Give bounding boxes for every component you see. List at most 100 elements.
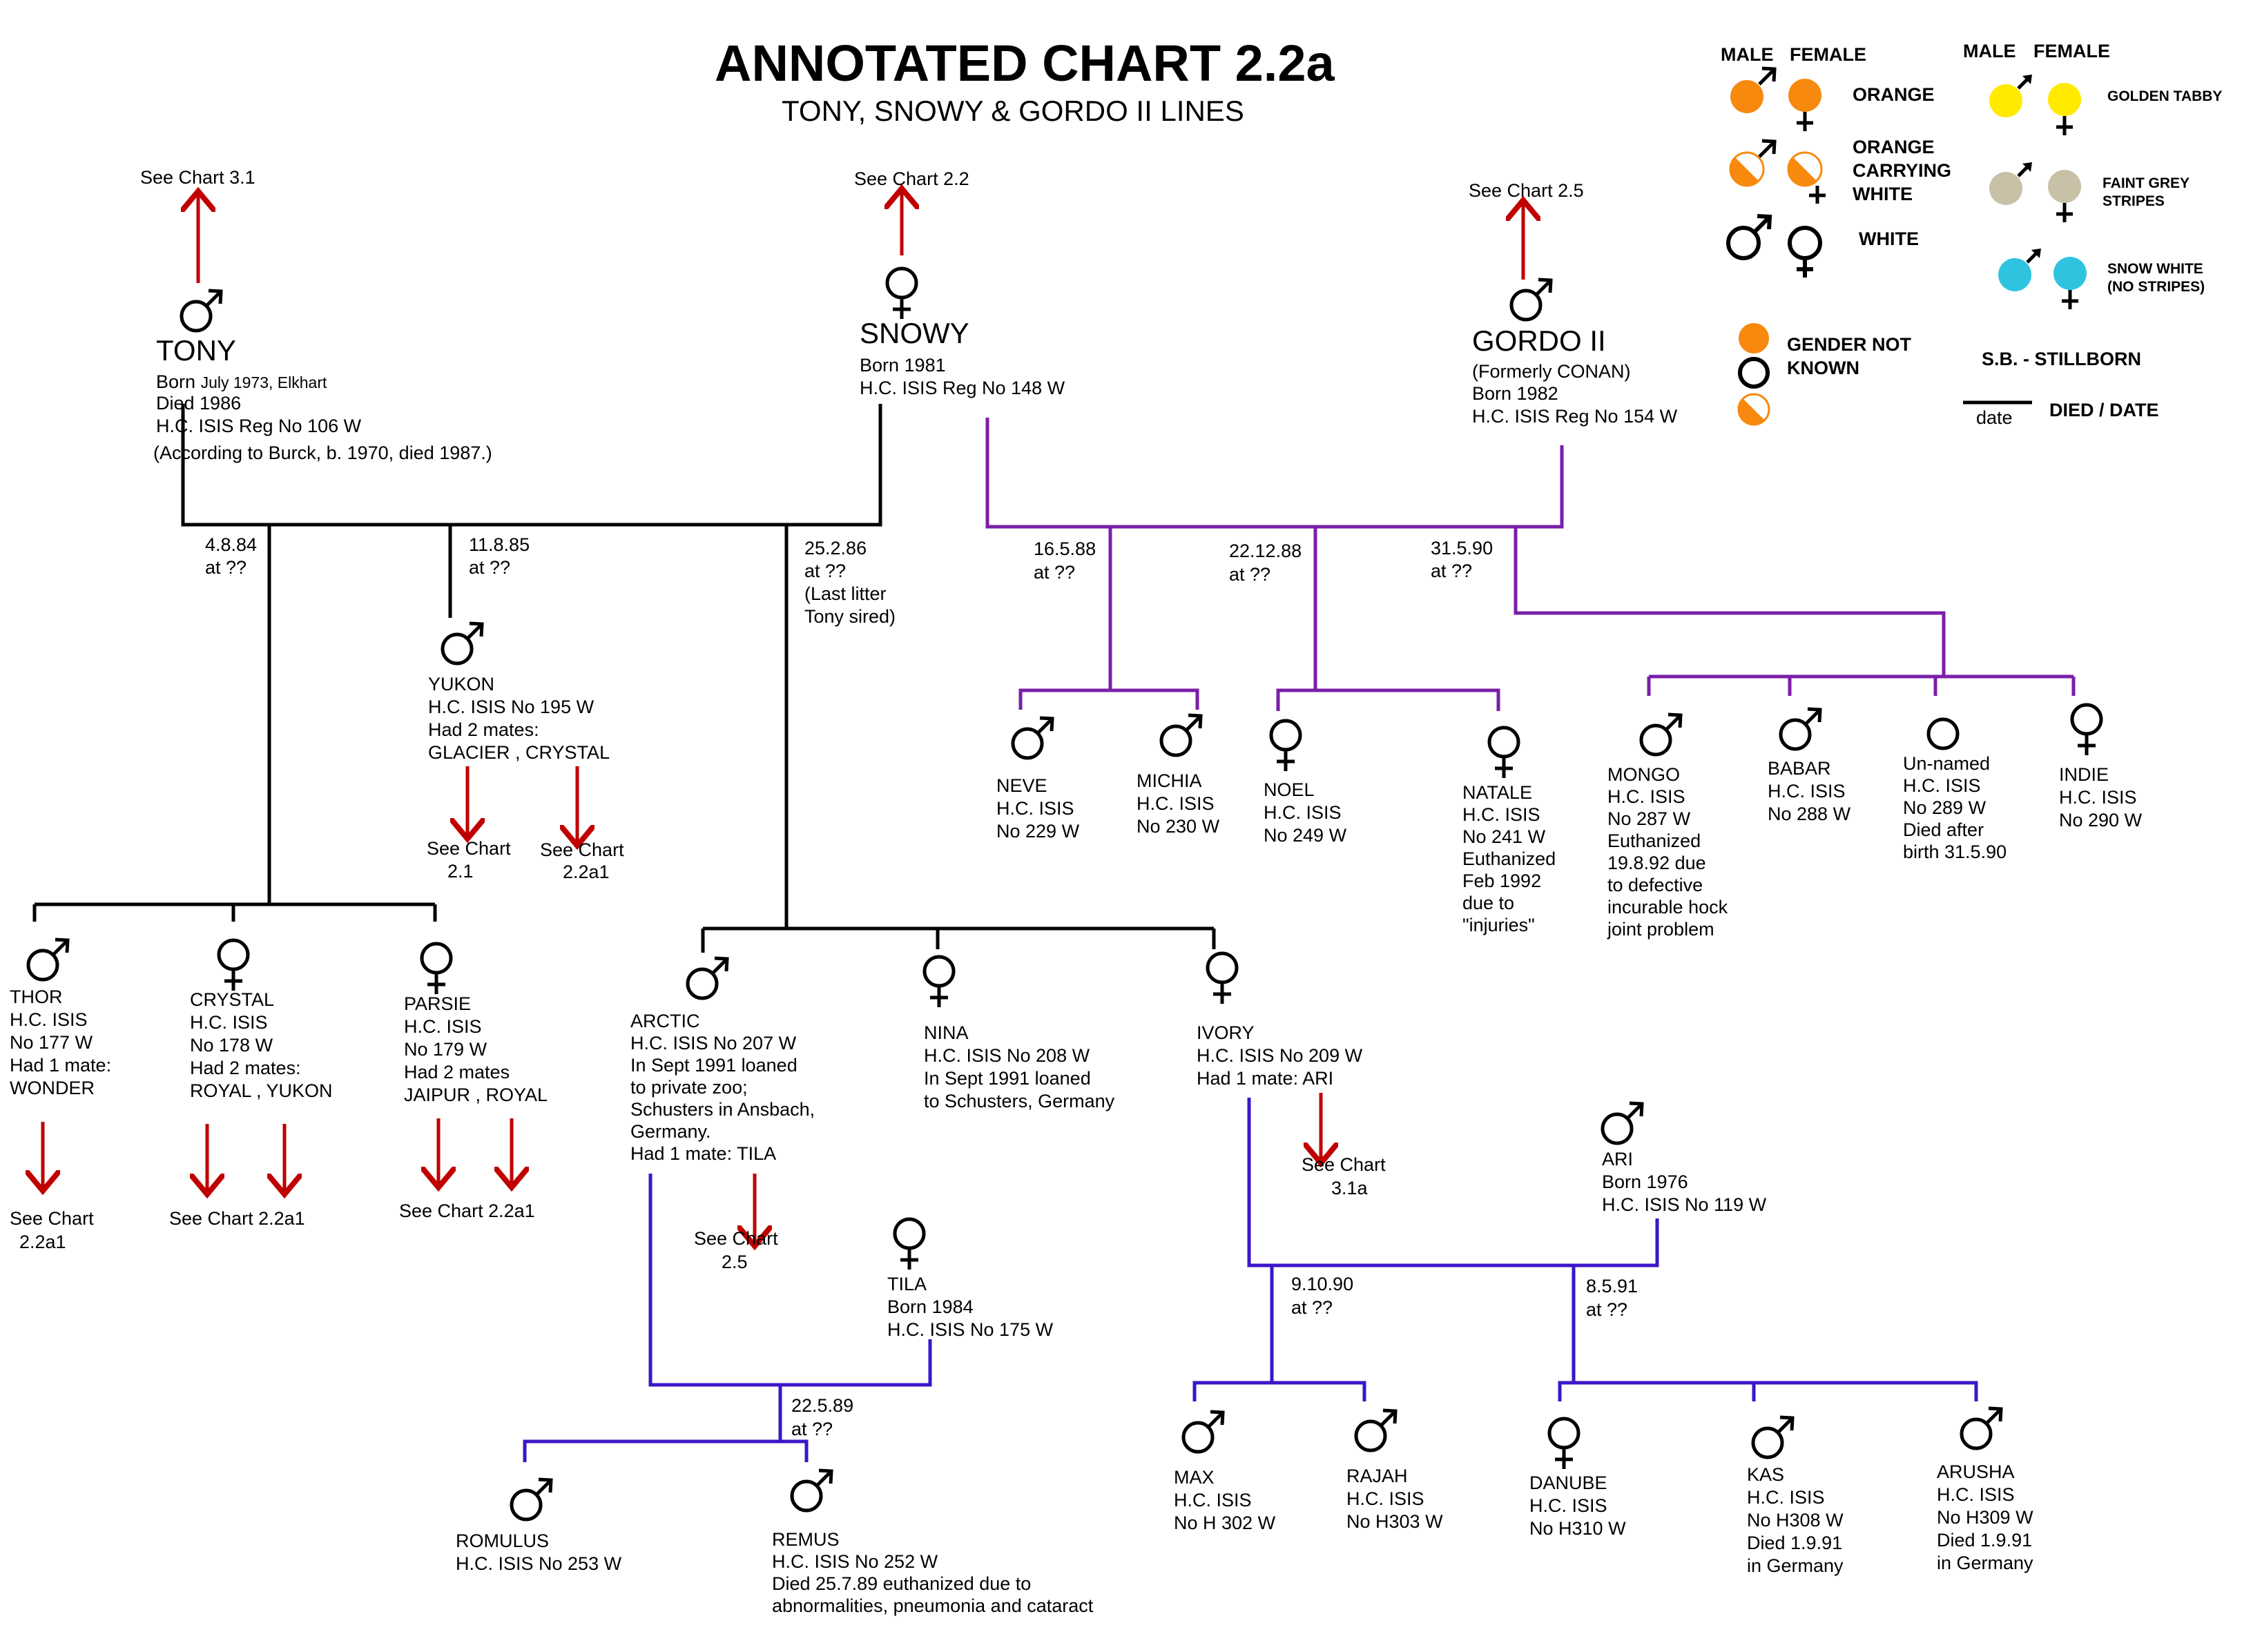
info-line: H.C. ISIS [996,798,1074,819]
info-line: in Germany [1747,1555,1844,1576]
info-line: ROYAL , YUKON [190,1080,333,1101]
orange-white-male-icon [1729,139,1777,187]
info-line: MAX [1174,1467,1215,1488]
info-line: CRYSTAL [190,989,274,1010]
reference-arrows [43,192,1523,1243]
info-line: Had 1 mate: [10,1055,111,1076]
info-line: to Schusters, Germany [924,1091,1115,1111]
info-line: BABAR [1768,758,1831,779]
info-line: INDIE [2059,764,2109,785]
info-line: H.C. ISIS No 209 W [1197,1045,1363,1066]
arusha-male-icon [1962,1408,2001,1448]
white-female-icon [1788,226,1822,278]
info-line: ARCTIC [630,1011,700,1031]
info-line: No 289 W [1903,797,1986,818]
info-line: IVORY [1197,1022,1255,1043]
legend-orange-white-2: CARRYING [1853,160,1951,181]
parsie-female-icon [422,944,451,994]
info-line: abnormalities, pneumonia and cataract [772,1595,1094,1616]
legend-grey-1: FAINT GREY [2102,175,2190,191]
golden-female-icon [2048,83,2081,135]
legend-date-word: date [1976,407,2013,428]
snowy-info: Born 1981 H.C. ISIS Reg No 148 W [860,355,1065,398]
noel-female-icon [1271,721,1300,771]
info-line: TILA [887,1274,927,1294]
tila-female-icon [895,1219,924,1270]
info-line: H.C. ISIS No 208 W [924,1045,1090,1066]
info-line: H.C. ISIS [1346,1488,1424,1509]
info-line: REMUS [772,1529,840,1550]
chart-subtitle: TONY, SNOWY & GORDO II LINES [782,95,1244,127]
info-line: H.C. ISIS [1462,804,1540,825]
gordo-name: GORDO II [1472,324,1606,357]
unnamed-unknown-icon [1926,717,1960,750]
info-line: No 288 W [1768,804,1851,824]
info-line: Had 1 mate: TILA [630,1143,776,1164]
info-line: H.C. ISIS [1137,793,1215,814]
neve-male-icon [1013,718,1052,758]
info-line: H.C. ISIS [1174,1490,1252,1510]
ivory-female-icon [1208,953,1237,1004]
info-line: YUKON [428,674,494,694]
danube-female-icon [1549,1419,1578,1469]
info-line: Feb 1992 [1462,871,1541,891]
ref-snowy-up: See Chart 2.2 [854,168,969,189]
info-line: Had 2 mates: [190,1058,301,1078]
info-line: NINA [924,1022,969,1043]
info-line: "injuries" [1462,915,1535,935]
info-line: Born 1976 [1602,1172,1688,1192]
snow-female-icon [2053,257,2087,309]
info-line: to defective [1607,875,1703,895]
info-line: THOR [10,987,63,1007]
mongo-male-icon [1641,715,1681,755]
info-line: Died after [1903,819,1984,840]
max-male-icon [1183,1412,1223,1452]
ref-crystal: See Chart 2.2a1 [169,1208,305,1229]
natale-female-icon [1489,728,1518,778]
info-line: In Sept 1991 loaned [630,1055,798,1076]
legend-orange: ORANGE [1853,84,1935,105]
grey-male-icon [1989,162,2032,205]
info-line: H.C. ISIS [1768,781,1846,801]
legend-died: DIED / DATE [2049,400,2159,420]
gordo-male-icon [1511,280,1551,320]
info-line: RAJAH [1346,1466,1408,1486]
info-line: ARI [1602,1149,1633,1169]
chart-title: ANNOTATED CHART 2.2a [715,35,1335,92]
info-line: No H309 W [1937,1507,2033,1528]
info-line: incurable hock [1607,897,1728,917]
remus-male-icon [792,1470,831,1510]
snowy-name: SNOWY [860,317,969,349]
crystal-female-icon [219,940,248,991]
gender-unknown-orange-icon [1739,323,1769,353]
legend-grey-2: STRIPES [2102,193,2165,209]
info-line: Euthanized [1607,830,1701,851]
info-line: Born 1984 [887,1296,974,1317]
info-line: H.C. ISIS [1529,1495,1607,1516]
info-line: H.C. ISIS [1607,786,1685,807]
thor-male-icon [28,940,68,980]
info-line: H.C. ISIS [1264,802,1342,823]
indie-female-icon [2072,705,2101,755]
tony-snowy-lines [32,404,1216,953]
